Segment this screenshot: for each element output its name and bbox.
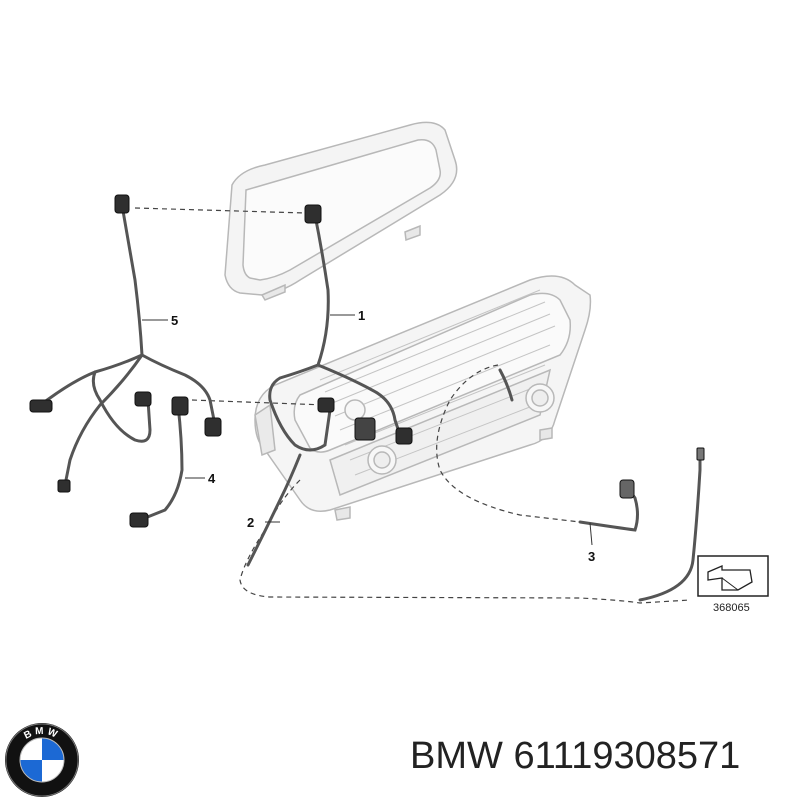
callout-5: 5	[171, 313, 178, 328]
cables	[38, 203, 702, 602]
part-caption: BMW 61119308571	[410, 735, 740, 778]
logo-letters: BMW	[22, 726, 58, 742]
bmw-logo: BMW	[5, 723, 79, 797]
callout-2: 2	[247, 515, 254, 530]
reference-icon	[697, 555, 769, 597]
callout-1: 1	[358, 308, 365, 323]
callout-3: 3	[588, 549, 595, 564]
leader-lines	[142, 314, 593, 546]
part-number: 61119308571	[513, 735, 741, 777]
svg-text:BMW: BMW	[22, 726, 61, 742]
callout-4: 4	[208, 471, 216, 486]
display-unit	[224, 121, 458, 301]
connection-guides	[134, 207, 691, 604]
connectors	[29, 194, 705, 528]
brand-name: BMW	[410, 735, 503, 777]
control-panel	[254, 275, 592, 521]
reference-number: 368065	[713, 602, 750, 614]
